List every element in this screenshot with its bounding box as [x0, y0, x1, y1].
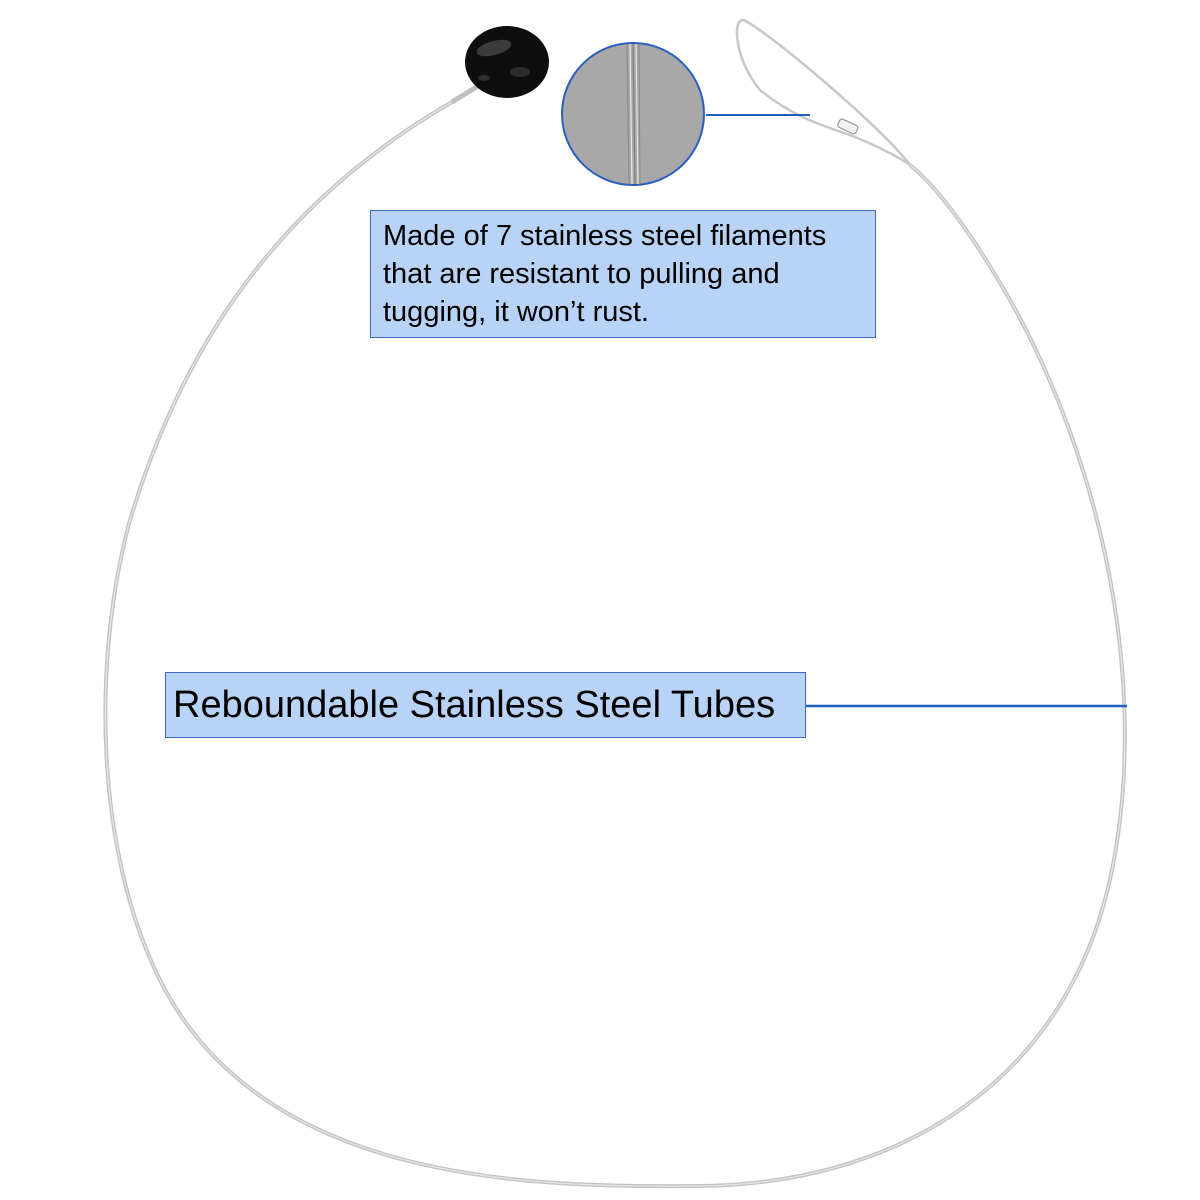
magnifier-circle-icon — [561, 42, 705, 186]
tubes-callout: Reboundable Stainless Steel Tubes — [165, 672, 806, 738]
wire-end-loop — [735, 18, 911, 167]
filaments-callout: Made of 7 stainless steel filaments that… — [370, 210, 876, 338]
crimp-sleeve — [837, 118, 859, 135]
black-bead-icon — [465, 26, 549, 98]
